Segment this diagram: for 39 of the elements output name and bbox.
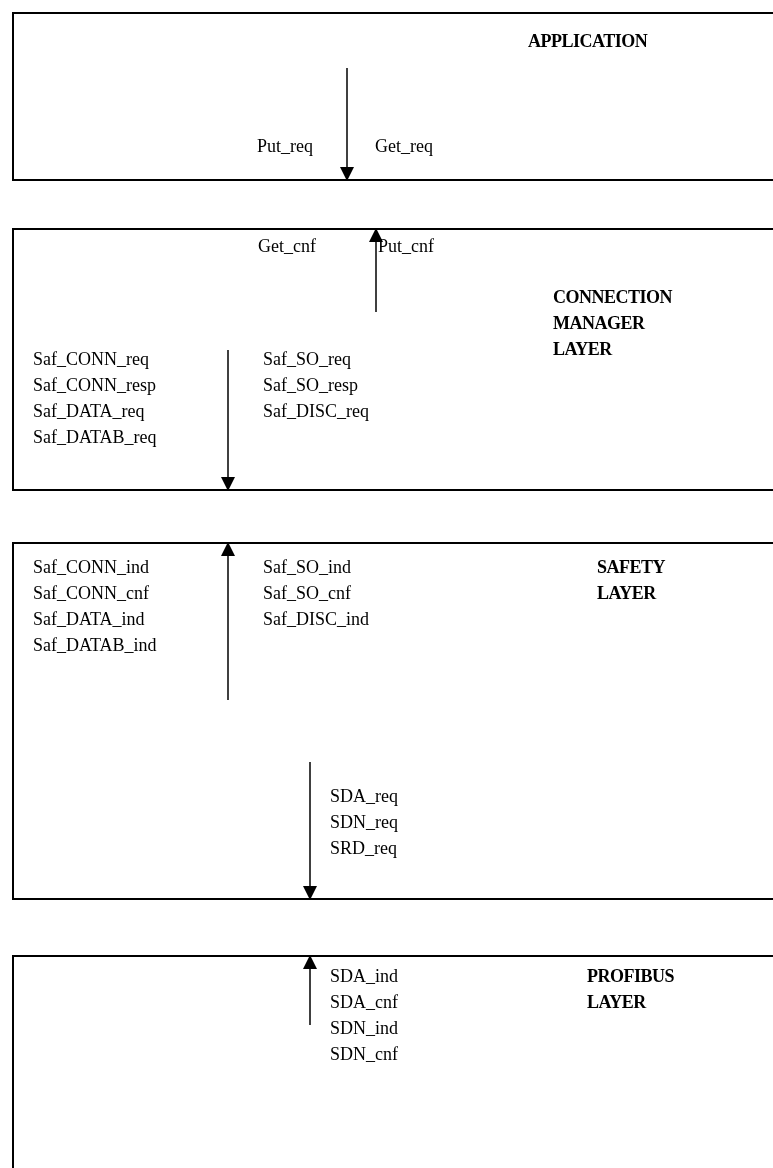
arrow	[221, 349, 235, 492]
primitive-label: Saf_DATA_req	[33, 400, 146, 423]
primitive-label: Saf_SO_ind	[263, 556, 352, 579]
layer-title: SAFETY LAYER	[597, 556, 666, 605]
primitive-label: Put_req	[257, 135, 314, 158]
primitive-label: Saf_CONN_cnf	[33, 582, 150, 605]
primitive-label: Saf_DATAB_ind	[33, 634, 158, 657]
layer-title: PROFIBUS LAYER	[587, 965, 675, 1014]
layer-box	[12, 542, 773, 900]
primitive-label: Saf_SO_cnf	[263, 582, 352, 605]
primitive-label: Get_cnf	[258, 235, 317, 258]
layer-title: CONNECTION MANAGER LAYER	[553, 286, 674, 361]
arrow	[303, 761, 317, 901]
layer-box	[12, 228, 773, 491]
primitive-label: Saf_DISC_req	[263, 400, 370, 423]
primitive-label: Saf_CONN_resp	[33, 374, 157, 397]
layer-box	[12, 955, 773, 1168]
arrow	[221, 541, 235, 701]
arrow	[303, 954, 317, 1026]
primitive-label: Saf_CONN_req	[33, 348, 150, 371]
primitive-label: SDN_req	[330, 811, 399, 834]
primitive-label: Saf_SO_req	[263, 348, 352, 371]
arrow	[340, 67, 354, 182]
primitive-label: SDA_cnf	[330, 991, 399, 1014]
primitive-label: SDN_cnf	[330, 1043, 399, 1066]
primitive-label: SDA_req	[330, 785, 399, 808]
primitive-label: Get_req	[375, 135, 434, 158]
primitive-label: Saf_DATAB_req	[33, 426, 158, 449]
layer-box	[12, 12, 773, 181]
arrow	[369, 227, 383, 313]
layer-title: APPLICATION	[528, 30, 649, 53]
primitive-label: Saf_DATA_ind	[33, 608, 146, 631]
primitive-label: SDA_ind	[330, 965, 399, 988]
primitive-label: SRD_req	[330, 837, 398, 860]
primitive-label: Put_cnf	[378, 235, 435, 258]
primitive-label: Saf_CONN_ind	[33, 556, 150, 579]
primitive-label: Saf_SO_resp	[263, 374, 359, 397]
primitive-label: SDN_ind	[330, 1017, 399, 1040]
primitive-label: Saf_DISC_ind	[263, 608, 370, 631]
